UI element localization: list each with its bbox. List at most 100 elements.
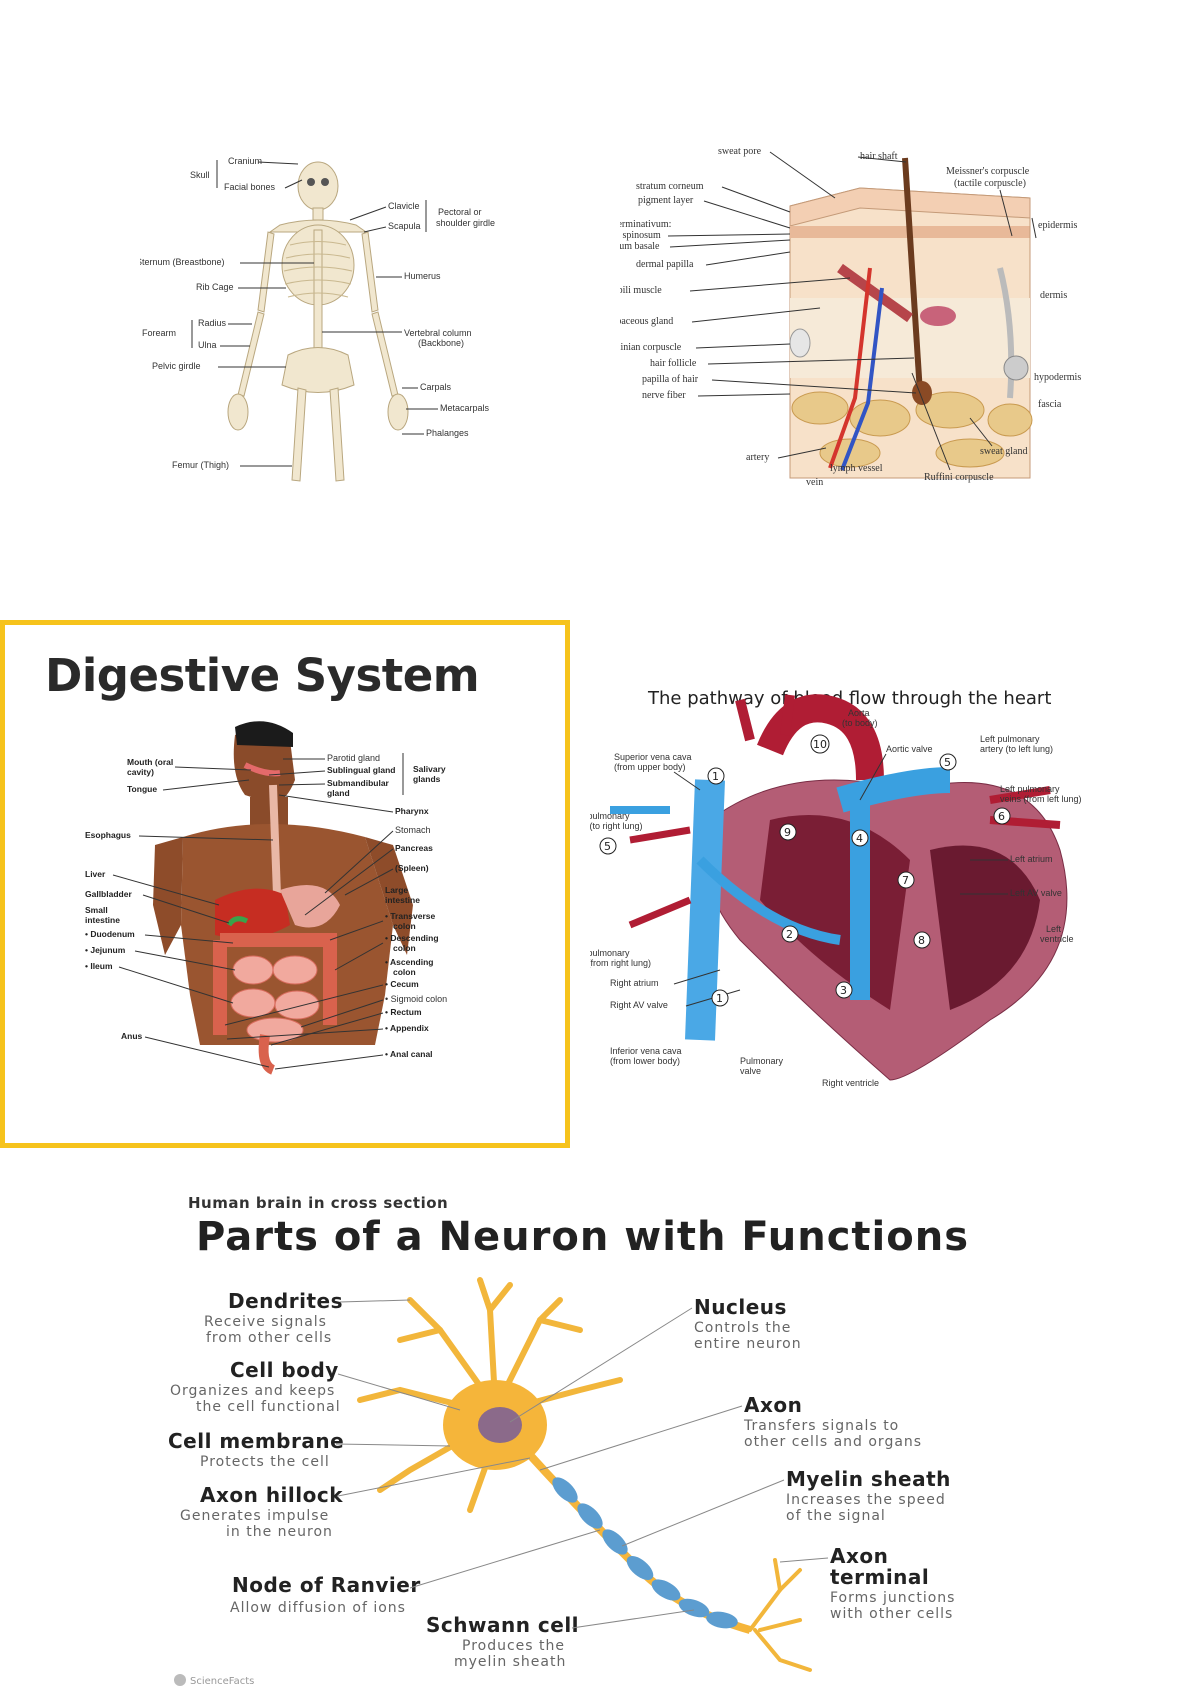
label-pectoral: Pectoral or [438, 207, 482, 217]
label-salivary-2: glands [413, 774, 441, 784]
neuron-part-axon-hillock: Axon hillock Generates impulse in the ne… [180, 1457, 531, 1540]
label-ivc: Inferior vena cava [610, 1046, 682, 1056]
label-pectoral-2: shoulder girdle [436, 218, 495, 228]
svg-text:5: 5 [944, 756, 951, 769]
neuron-part-schwann-cell: Schwann cell Produces the myelin sheath [426, 1609, 695, 1670]
label-anal: • Anal canal [385, 1049, 433, 1059]
svg-text:other cells and organs: other cells and organs [744, 1434, 922, 1450]
svg-text:3: 3 [840, 984, 847, 997]
label-sublingual: Sublingual gland [327, 765, 395, 775]
svg-text:Transfers signals to: Transfers signals to [743, 1418, 899, 1434]
sciencefacts-logo: ScienceFacts [174, 1674, 254, 1687]
label-pacinian: Pacinian corpuscle [620, 342, 682, 353]
label-clavicle: Clavicle [388, 201, 420, 211]
label-rpa: Right pulmonary [590, 811, 630, 821]
svg-text:of the signal: of the signal [786, 1508, 886, 1524]
svg-text:8: 8 [918, 934, 925, 947]
label-duodenum: • Duodenum [85, 929, 135, 939]
step-marker-5b: 5 [599, 837, 617, 855]
step-marker-2: 2 [781, 925, 799, 943]
label-fascia: fascia [1038, 399, 1062, 410]
step-markers: 1 1 2 3 4 5 5 6 6 7 8 9 10 [599, 734, 1011, 1007]
svg-text:10: 10 [813, 738, 827, 751]
neuron-title: Parts of a Neuron with Functions [196, 1214, 970, 1260]
label-ulna: Ulna [198, 340, 217, 350]
neuron-part-nucleus: Nucleus Controls the entire neuron [509, 1295, 802, 1423]
svg-text:Schwann cell: Schwann cell [426, 1613, 579, 1637]
label-spinosum: stratum spinosum [620, 230, 661, 241]
label-hair-follicle: hair follicle [650, 358, 697, 369]
svg-text:Forms junctions: Forms junctions [830, 1590, 955, 1606]
label-left-atrium: Left atrium [1010, 854, 1053, 864]
label-germinativum: stratum germinativum: [620, 219, 671, 230]
label-vertebral: Vertebral column [404, 328, 472, 338]
label-jejunum: • Jejunum [85, 945, 126, 955]
label-esophagus: Esophagus [85, 830, 131, 840]
label-meissner-2: (tactile corpuscle) [954, 178, 1026, 189]
label-lv: Left [1046, 924, 1062, 934]
neuron-part-myelin-sheath: Myelin sheath Increases the speed of the… [621, 1467, 950, 1547]
label-appendix: • Appendix [385, 1023, 429, 1033]
step-marker-8: 8 [913, 931, 931, 949]
svg-text:2: 2 [786, 928, 793, 941]
label-pv-2: valve [740, 1066, 761, 1076]
label-lpa-2: artery (to left lung) [980, 744, 1053, 754]
neuron-part-dendrites: Dendrites Receive signals from other cel… [204, 1289, 411, 1346]
svg-text:ScienceFacts: ScienceFacts [190, 1676, 254, 1687]
label-humerus: Humerus [404, 271, 441, 281]
svg-text:Generates impulse: Generates impulse [180, 1508, 329, 1524]
label-lpa: Left pulmonary [980, 734, 1040, 744]
label-papilla-hair: papilla of hair [642, 374, 699, 385]
label-dermal-papilla: dermal papilla [636, 259, 694, 270]
label-pelvic: Pelvic girdle [152, 361, 201, 371]
skin-diagram: sweat pore hair shaft Meissner's corpusc… [620, 148, 1185, 540]
step-marker-5a: 5 [939, 753, 957, 771]
neuron-part-cell-body: Cell body Organizes and keeps the cell f… [170, 1358, 461, 1415]
brain-caption: Human brain in cross section [188, 1194, 449, 1212]
label-pancreas: Pancreas [395, 843, 433, 853]
label-spleen: (Spleen) [395, 863, 429, 873]
label-epidermis: epidermis [1038, 220, 1078, 231]
label-stomach: Stomach [395, 825, 431, 835]
label-hair-shaft: hair shaft [860, 151, 898, 162]
label-aorta-2: (to body) [842, 718, 878, 728]
step-marker-4: 4 [851, 829, 869, 847]
svg-text:Dendrites: Dendrites [228, 1289, 343, 1313]
label-aortic-valve: Aortic valve [886, 744, 933, 754]
label-sweat-gland: sweat gland [980, 446, 1028, 457]
label-rv: Right ventricle [822, 1078, 879, 1088]
svg-text:Produces the: Produces the [462, 1638, 565, 1654]
label-carpals: Carpals [420, 382, 452, 392]
svg-text:Protects the cell: Protects the cell [200, 1454, 330, 1470]
label-hypodermis: hypodermis [1034, 372, 1081, 383]
digestive-system-panel: Digestive System Mouth (oral cavity) Ton… [0, 620, 570, 1148]
label-svc-2: (from upper body) [614, 762, 686, 772]
svg-text:Cell body: Cell body [230, 1358, 339, 1382]
digestive-title: Digestive System [45, 649, 480, 702]
neuron-part-axon-terminal: Axon terminal Forms junctions with other… [779, 1544, 955, 1622]
label-phalanges: Phalanges [426, 428, 469, 438]
label-metacarpals: Metacarpals [440, 403, 490, 413]
svg-text:Cell membrane: Cell membrane [168, 1429, 344, 1453]
neuron-illustration [357, 1277, 812, 1672]
svg-text:Allow diffusion of ions: Allow diffusion of ions [230, 1600, 406, 1616]
label-gallbladder: Gallbladder [85, 889, 132, 899]
step-marker-1b: 1 [711, 989, 729, 1007]
neuron-diagram: Human brain in cross section Parts of a … [160, 1190, 1060, 1696]
svg-text:entire neuron: entire neuron [694, 1336, 802, 1352]
step-marker-9: 9 [779, 823, 797, 841]
label-liver: Liver [85, 869, 106, 879]
label-descending-2: colon [393, 943, 416, 953]
svg-text:in the neuron: in the neuron [226, 1524, 333, 1540]
label-parotid: Parotid gland [327, 753, 380, 763]
svg-text:1: 1 [712, 770, 719, 783]
label-anus: Anus [121, 1031, 143, 1041]
label-tongue: Tongue [127, 784, 157, 794]
label-skull: Skull [190, 170, 210, 180]
label-rectum: • Rectum [385, 1007, 422, 1017]
label-forearm: Forearm [142, 328, 176, 338]
label-ascending-2: colon [393, 967, 416, 977]
label-small: Small [85, 905, 108, 915]
svg-text:with other cells: with other cells [830, 1606, 953, 1622]
label-arrector: arrector pili muscle [620, 285, 662, 296]
